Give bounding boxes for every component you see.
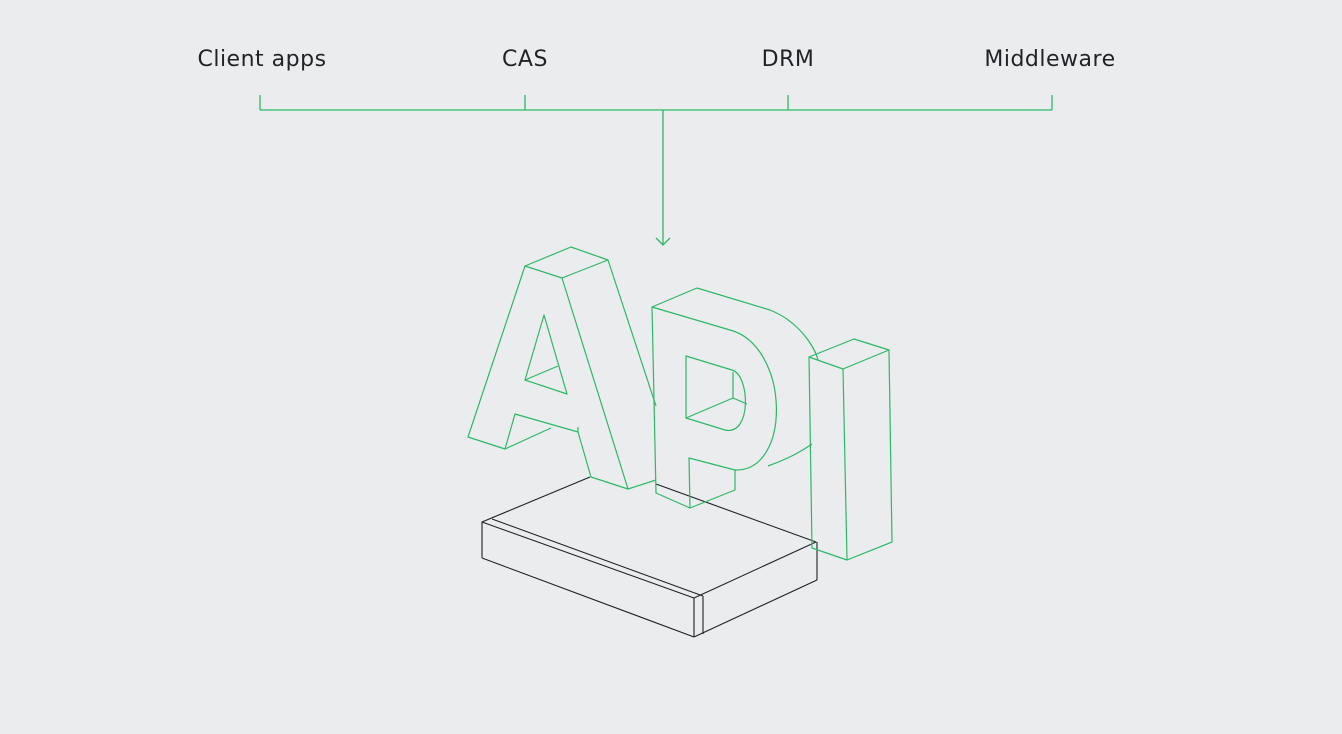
down-arrow-icon <box>655 110 671 246</box>
source-label-client-apps: Client apps <box>197 47 327 72</box>
letter-p-icon <box>651 287 819 509</box>
letter-a-icon <box>467 246 657 490</box>
source-label-drm: DRM <box>761 47 815 72</box>
source-label-middleware: Middleware <box>984 47 1116 72</box>
connector-bracket <box>259 95 1053 111</box>
letter-i-icon <box>808 338 893 561</box>
source-label-cas: CAS <box>502 47 548 72</box>
base-box-icon <box>481 476 818 638</box>
